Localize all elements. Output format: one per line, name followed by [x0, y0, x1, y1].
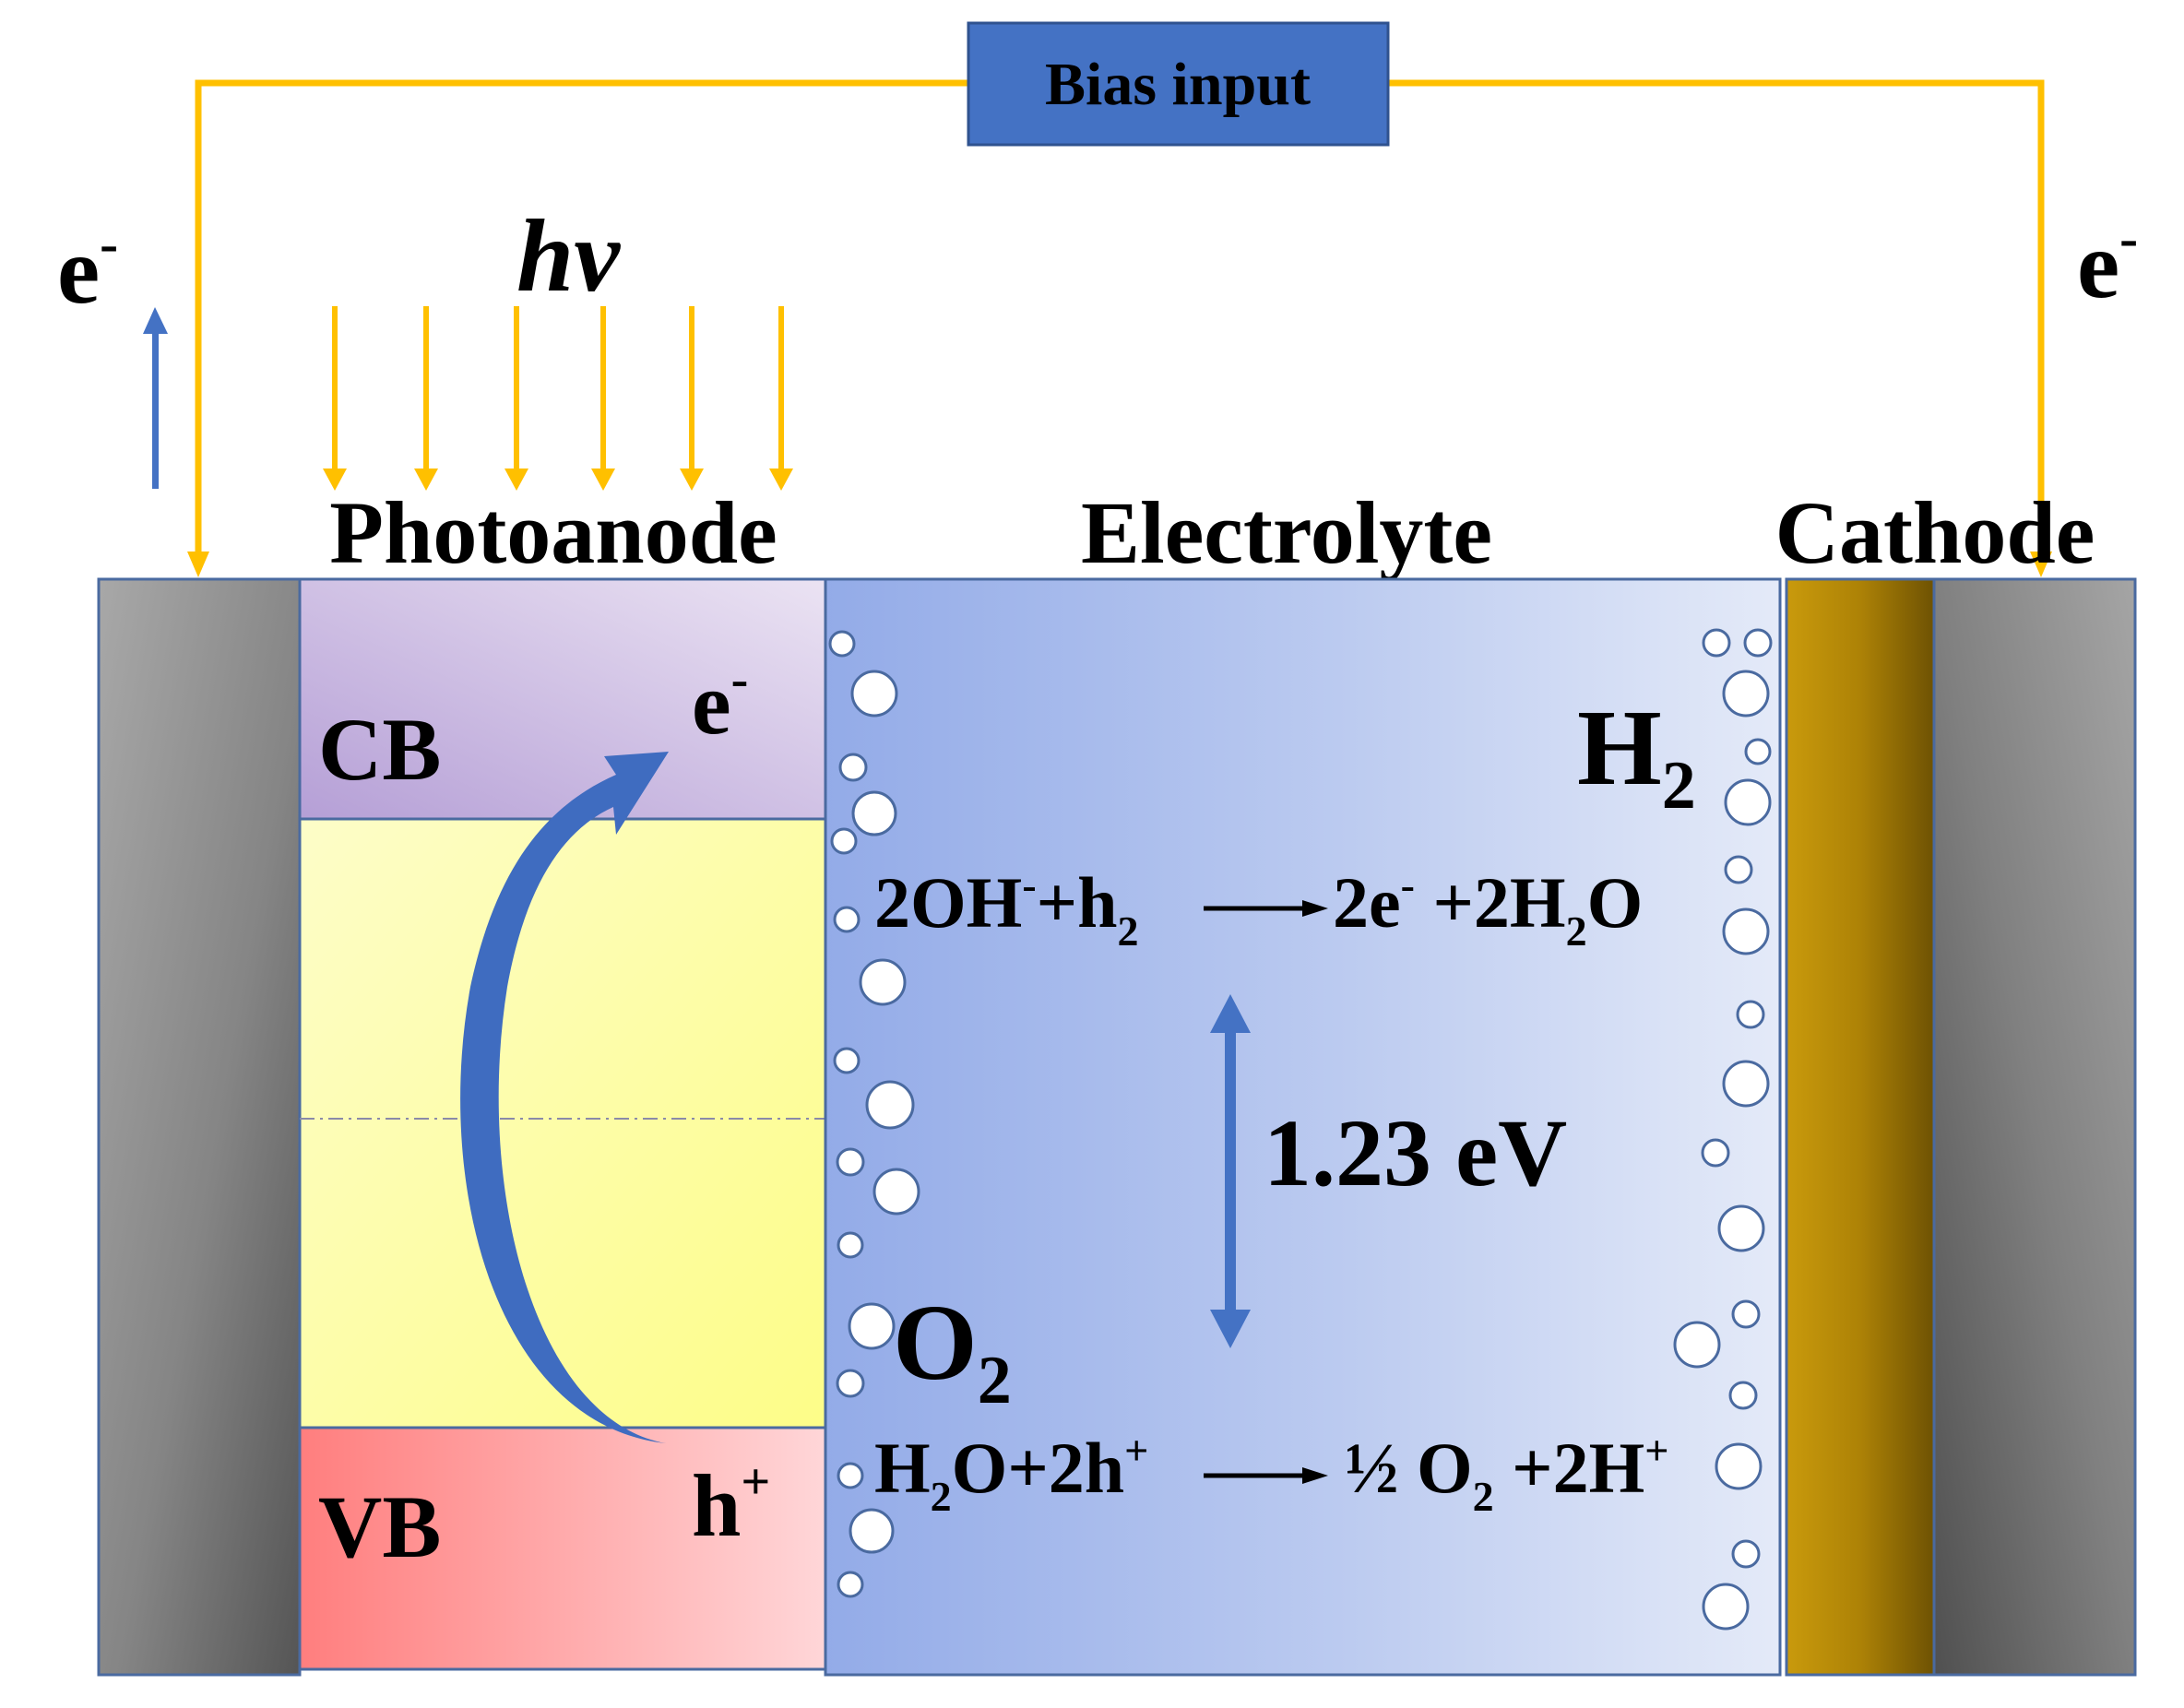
gas-bubble	[1722, 1060, 1770, 1108]
wire-arrowhead-right-icon	[2030, 552, 2052, 577]
wire-arrowhead-left-icon	[187, 552, 209, 577]
gas-bubble	[836, 1147, 865, 1177]
gas-bubble	[1702, 1583, 1750, 1631]
gas-bubble	[833, 1047, 861, 1074]
gas-bubble	[837, 1571, 864, 1598]
cathode-header: Cathode	[1775, 483, 2095, 582]
light-label: hv	[516, 199, 621, 314]
gas-bubble	[849, 1508, 895, 1554]
reaction-top-lhs: 2OH-+h2	[874, 861, 1139, 955]
gas-bubble	[838, 753, 868, 782]
gas-bubble	[1722, 670, 1770, 718]
bias-input-label: Bias input	[1045, 51, 1311, 118]
bias-input-box: Bias input	[967, 21, 1390, 147]
gas-bubble	[872, 1168, 920, 1216]
gas-bubble	[848, 1302, 896, 1350]
light-ray-arrowhead-icon	[414, 469, 438, 491]
gas-bubble	[1743, 628, 1773, 658]
gas-bubble	[1701, 1138, 1730, 1168]
gas-bubble	[828, 630, 856, 658]
external-circuit-wire	[195, 79, 2045, 563]
gas-bubble	[1702, 628, 1731, 658]
reaction-bottom-rhs: ½ O2 +2H+	[1345, 1427, 1669, 1520]
band-gap	[298, 817, 827, 1429]
gas-bubble	[833, 906, 861, 933]
gas-bubble	[1731, 1539, 1761, 1569]
reaction-top-rhs: 2e- +2H2O	[1333, 861, 1643, 955]
gas-bubble	[1673, 1321, 1721, 1369]
cathode-catalyst-layer	[1785, 577, 1936, 1677]
vb-label: VB	[318, 1477, 441, 1576]
cb-electron-label: e-	[692, 651, 748, 753]
gas-bubble	[851, 790, 897, 836]
gas-bubble	[850, 670, 898, 718]
gas-bubble	[859, 958, 907, 1006]
gas-bubble	[1728, 1381, 1758, 1410]
gas-bubble	[837, 1231, 864, 1259]
gas-bubble	[1731, 1299, 1761, 1329]
anode-substrate	[97, 577, 302, 1677]
gas-bubble	[1744, 738, 1772, 765]
electron-flow-arrow-icon	[143, 307, 168, 489]
light-ray-arrowhead-icon	[680, 469, 704, 491]
light-ray-arrowhead-icon	[504, 469, 528, 491]
valence-band	[298, 1426, 827, 1671]
incident-light-arrows	[323, 306, 793, 491]
excitation-arrow-icon	[460, 752, 669, 1489]
potential-double-arrow-icon	[1210, 994, 1251, 1348]
gas-bubble	[1724, 778, 1772, 826]
gas-bubble	[837, 1462, 864, 1489]
gas-bubble	[1736, 1000, 1765, 1029]
gas-bubble	[865, 1080, 915, 1130]
cathode-substrate	[1932, 577, 2137, 1677]
gas-bubble	[836, 1369, 865, 1398]
vb-hole-label: h+	[692, 1453, 770, 1555]
gas-bubble	[1724, 855, 1753, 884]
gas-bubble	[1717, 1204, 1765, 1252]
reaction-bottom-arrow-icon	[1204, 1467, 1328, 1484]
electrolyte-region	[824, 577, 1782, 1677]
gas-bubble	[1715, 1442, 1763, 1490]
h2-label: H2	[1577, 687, 1696, 824]
electron-label-right: e-	[2077, 208, 2138, 318]
electrolyte-header: Electrolyte	[1081, 483, 1492, 582]
gas-bubbles	[828, 628, 1773, 1631]
gas-bubble	[830, 827, 858, 855]
light-ray-arrowhead-icon	[591, 469, 615, 491]
photoanode-band-structure: CB VB e- h+	[298, 577, 827, 1671]
light-ray-arrowhead-icon	[323, 469, 347, 491]
photoanode-header: Photoanode	[329, 483, 777, 582]
cb-label: CB	[318, 700, 441, 799]
potential-label: 1.23 eV	[1264, 1100, 1567, 1206]
reaction-bottom-lhs: H2O+2h+	[874, 1427, 1148, 1520]
o2-label: O2	[893, 1282, 1012, 1418]
reaction-top-arrow-icon	[1204, 900, 1328, 917]
electron-label-left: e-	[57, 213, 118, 324]
light-ray-arrowhead-icon	[769, 469, 793, 491]
gas-bubble	[1722, 907, 1770, 955]
